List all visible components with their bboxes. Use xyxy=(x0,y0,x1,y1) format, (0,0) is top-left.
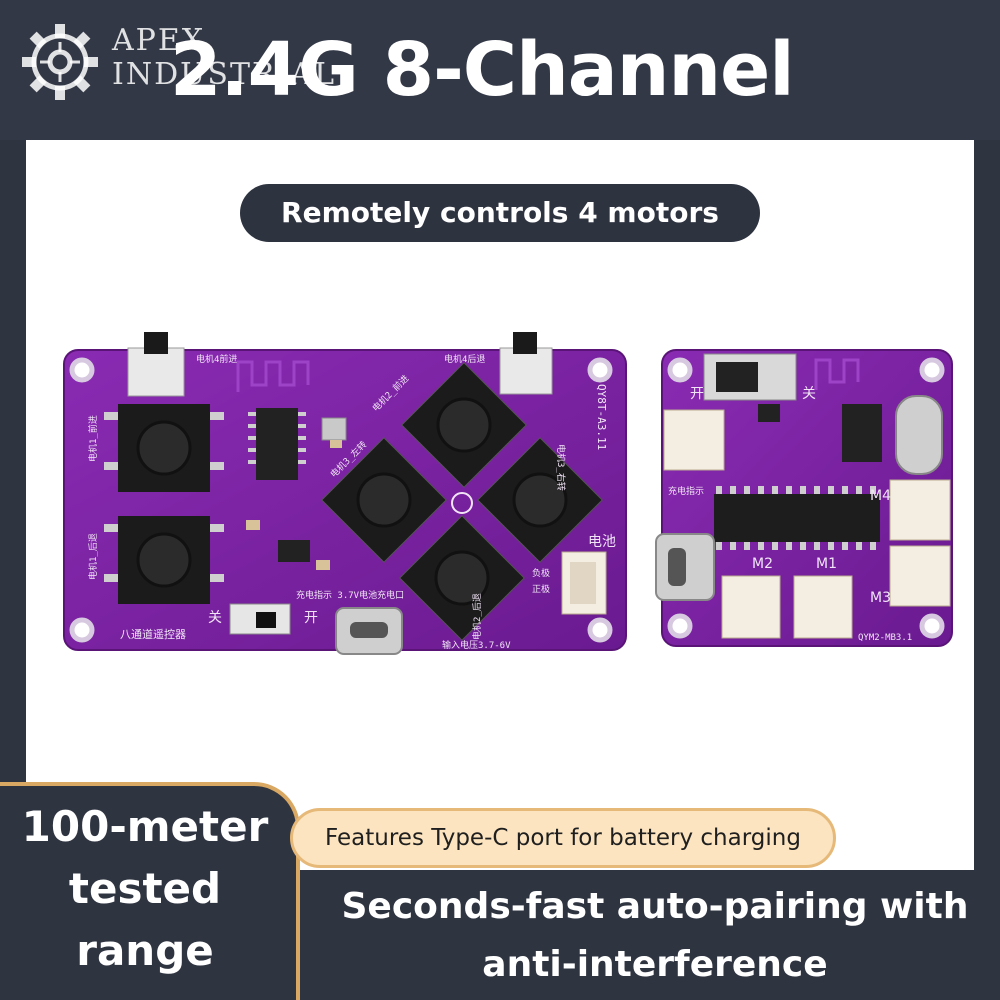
remote-power-switch xyxy=(229,603,291,635)
side-switch-right xyxy=(499,332,553,395)
range-text: 100-meter tested range xyxy=(0,796,290,996)
logo-line-1: APEX xyxy=(112,23,206,58)
label-positive: 正极 xyxy=(532,583,550,595)
label-remote-name: 八通道遥控器 xyxy=(120,627,186,641)
remote-button-motor1-back xyxy=(104,516,224,604)
label-motor1-forward: 电机1_前进 xyxy=(87,415,99,462)
header-background xyxy=(0,0,1000,140)
receiver-power-switch xyxy=(703,353,797,401)
gear-icon xyxy=(22,24,98,100)
receiver-label-m2: M2 xyxy=(752,556,773,572)
receiver-crystal xyxy=(895,395,943,475)
label-motor1-back: 电机1_后退 xyxy=(87,533,99,580)
receiver-label-off: 关 xyxy=(802,386,816,402)
receiver-driver-chips xyxy=(714,494,880,542)
remote-button-motor3-right xyxy=(477,437,603,563)
remote-button-motor3-left xyxy=(321,437,447,563)
label-motor4-back: 电机4后退 xyxy=(444,353,485,365)
logo-line-2: INDUSTRIAL xyxy=(112,57,337,92)
range-line-2: tested xyxy=(68,864,222,913)
range-line-1: 100-meter xyxy=(21,802,269,851)
remote-button-motor2-back xyxy=(399,515,525,641)
range-line-3: range xyxy=(76,926,214,975)
side-switch-left xyxy=(127,332,185,397)
label-motor2-back: 电机2_后退 xyxy=(471,593,483,640)
subtitle-pill: Remotely controls 4 motors xyxy=(240,184,760,242)
pairing-line-2: anti-interference xyxy=(482,944,828,985)
receiver-label-m4: M4 xyxy=(870,488,891,504)
remote-battery-connector xyxy=(561,551,607,615)
receiver-label-on: 开 xyxy=(690,386,704,402)
pairing-line-1: Seconds-fast auto-pairing with xyxy=(341,886,969,927)
receiver-board: 开 关 充电指示 M2 M1 M3 M4 QYM2-MB3.1 xyxy=(655,349,953,647)
label-charge-port: 充电指示 3.7V电池充电口 xyxy=(296,589,404,601)
range-box xyxy=(0,782,300,1000)
remote-ic-chip xyxy=(256,408,298,480)
remote-model-label: QY8T-A3.11 xyxy=(595,384,608,450)
label-motor4-forward: 电机4前进 xyxy=(196,353,237,365)
page-title: 2.4G 8-Channel xyxy=(170,27,795,113)
remote-crystal xyxy=(321,417,347,441)
bottom-band xyxy=(300,870,1000,1000)
remote-board: 电机1_前进 电机1_后退 电机4前进 电机4后退 电机2_前进 电机3_左转 … xyxy=(63,332,627,655)
antenna-trace xyxy=(236,360,310,392)
receiver-label-charge: 充电指示 xyxy=(668,485,704,497)
label-negative: 负极 xyxy=(532,567,550,579)
center-ring xyxy=(451,492,473,514)
brand-logo: APEX INDUSTRIAL xyxy=(20,22,370,102)
label-battery: 电池 xyxy=(588,534,616,550)
receiver-label-m3: M3 xyxy=(870,590,891,606)
remote-button-motor1-forward xyxy=(104,404,224,492)
label-switch-off: 关 xyxy=(208,610,222,626)
remote-button-motor2-forward xyxy=(401,362,527,488)
pairing-text: Seconds-fast auto-pairing with anti-inte… xyxy=(320,878,990,998)
label-input-voltage: 输入电压3.7-6V xyxy=(442,639,511,651)
label-switch-on: 开 xyxy=(304,610,318,626)
feature-pill: Features Type-C port for battery chargin… xyxy=(290,808,836,868)
receiver-model-label: QYM2-MB3.1 xyxy=(858,633,912,643)
label-motor3-right: 电机3_右转 xyxy=(555,444,567,491)
receiver-label-m1: M1 xyxy=(816,556,837,572)
